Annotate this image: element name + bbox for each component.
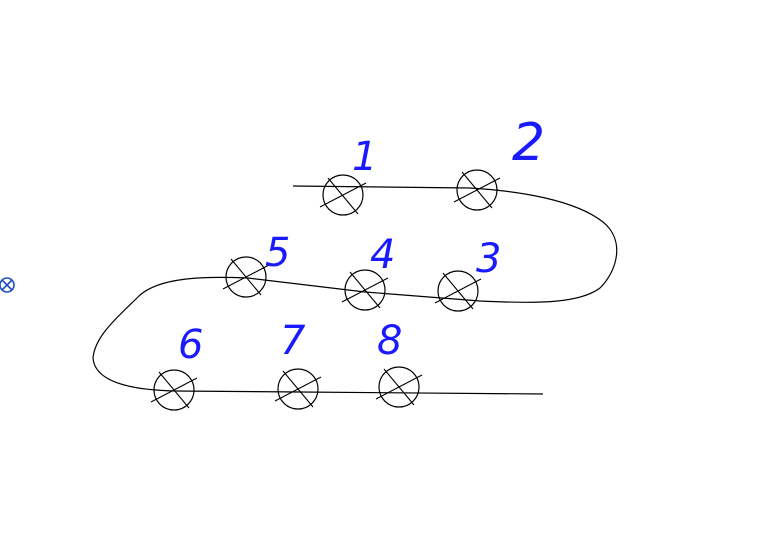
lamp-label-3: 3 — [476, 236, 501, 282]
lamp-symbol-4[interactable] — [341, 269, 389, 311]
lamp-symbol-8[interactable] — [375, 366, 423, 408]
crossed-circle-icon[interactable] — [0, 277, 15, 293]
wire-run — [92, 185, 618, 395]
lamp-symbol-6[interactable] — [150, 369, 198, 411]
lamp-symbol-3[interactable] — [434, 270, 482, 312]
lamp-label-7: 7 — [280, 318, 306, 364]
lamp-symbol-1[interactable] — [319, 174, 367, 216]
lamp-label-8: 8 — [377, 318, 402, 364]
lamp-symbol-2[interactable] — [453, 169, 501, 211]
lamp-label-4: 4 — [370, 232, 395, 278]
lamp-label-1: 1 — [352, 134, 377, 180]
lamp-label-5: 5 — [265, 230, 290, 276]
lamp-symbol-5[interactable] — [222, 256, 270, 298]
lamp-label-2: 2 — [512, 113, 545, 173]
lamp-label-6: 6 — [178, 322, 203, 368]
lamp-symbol-7[interactable] — [274, 368, 322, 410]
